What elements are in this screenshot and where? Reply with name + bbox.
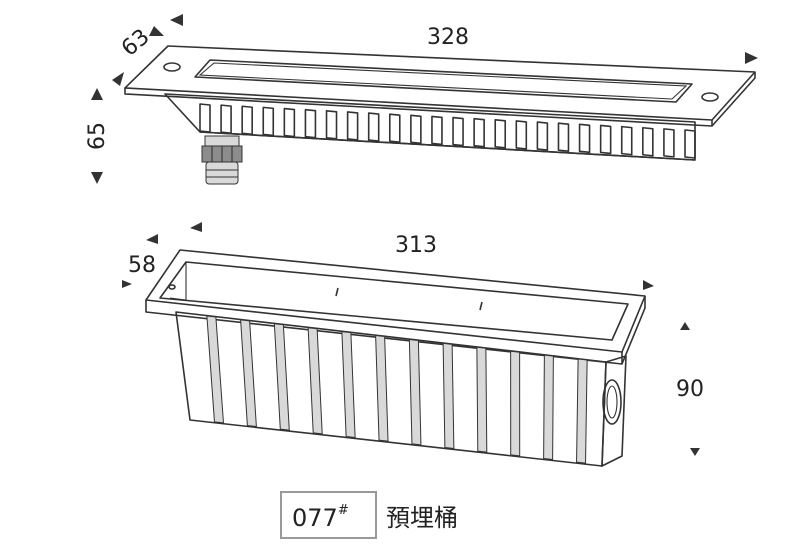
- heat-sink-fin: [684, 129, 696, 159]
- screw-hole-right: [701, 92, 719, 102]
- top-height-arrow-down: [91, 172, 103, 184]
- housing-rib: [408, 338, 422, 446]
- heat-sink-fin: [663, 128, 675, 158]
- heat-sink-fin: [578, 123, 591, 154]
- heat-sink-fin: [283, 107, 296, 138]
- heat-sink-fin: [515, 120, 528, 150]
- housing-rib: [476, 346, 488, 453]
- caption-mark: #: [338, 503, 349, 518]
- light-window: [194, 59, 693, 103]
- housing-rib: [206, 315, 224, 424]
- screw-hole-left: [163, 62, 181, 72]
- heat-sink-fin: [241, 105, 253, 136]
- heat-sink-fin: [388, 113, 401, 143]
- heat-sink-fin: [473, 117, 485, 148]
- housing-height-arrow-down: [690, 448, 700, 456]
- heat-sink-fin: [325, 109, 338, 140]
- housing-width-arrow-top: [146, 234, 158, 244]
- housing-width-label: 58: [128, 253, 156, 278]
- housing-side-knockout: [602, 379, 622, 425]
- caption: 077# 預埋桶: [280, 491, 458, 539]
- housing-length-arrow-left: [190, 222, 202, 232]
- housing-rib: [307, 327, 323, 435]
- housing-length-label: 313: [395, 233, 437, 258]
- top-width-label: 63: [117, 24, 155, 61]
- heat-sink-fin: [620, 125, 633, 156]
- housing-height-arrow-up: [680, 322, 690, 330]
- heat-sink-fin: [304, 108, 317, 139]
- heat-sink-fin: [410, 114, 422, 145]
- housing: [145, 249, 646, 467]
- housing-rib: [510, 350, 521, 457]
- housing-rib: [576, 358, 588, 464]
- top-height-label: 65: [85, 122, 110, 150]
- top-length-arrow-right: [745, 52, 758, 64]
- housing-rim-hole: [168, 284, 176, 290]
- top-length-arrow-left: [170, 14, 183, 26]
- svg-text:077#: 077#: [292, 503, 349, 532]
- heat-sink-fin: [494, 119, 507, 149]
- heat-sink-fins: [199, 103, 696, 159]
- housing-rib: [273, 323, 290, 431]
- housing-inner-opening: [159, 261, 629, 341]
- housing-rib: [442, 342, 455, 450]
- top-height-arrow-up: [91, 88, 103, 100]
- heat-sink-fin: [199, 103, 211, 133]
- top-length-label: 328: [427, 25, 469, 50]
- heat-sink-fin: [431, 115, 443, 146]
- heat-sink-fin: [557, 122, 570, 153]
- top-width-arrow-top: [149, 26, 164, 36]
- housing-rib: [240, 319, 257, 428]
- heat-sink-fin: [452, 116, 464, 147]
- housing-length-arrow-right: [643, 280, 654, 290]
- heat-sink-fin: [346, 111, 359, 141]
- housing-height-label: 90: [676, 377, 704, 402]
- housing-body: [175, 311, 607, 467]
- housing-rib: [375, 334, 389, 442]
- top-fixture: [124, 45, 756, 185]
- housing-ribs: [206, 315, 588, 464]
- caption-code-box: [280, 491, 377, 539]
- housing-rib: [341, 331, 356, 439]
- caption-code: 077: [292, 504, 338, 532]
- housing-dimensions: 313 58 90: [122, 222, 704, 456]
- housing-side-face: [601, 355, 627, 467]
- housing-rib: [543, 354, 554, 461]
- cable-gland: [201, 135, 243, 185]
- heat-sink-fin: [367, 112, 380, 142]
- housing-width-arrow-bottom: [122, 280, 132, 288]
- heat-sink-fin: [262, 106, 275, 137]
- top-width-arrow-bottom: [112, 72, 124, 86]
- heat-sink-fin: [220, 104, 232, 134]
- heat-sink-fin: [642, 126, 654, 157]
- heat-sink-fin: [536, 121, 549, 151]
- caption-title: 預埋桶: [386, 504, 458, 532]
- heat-sink-fin: [599, 124, 612, 155]
